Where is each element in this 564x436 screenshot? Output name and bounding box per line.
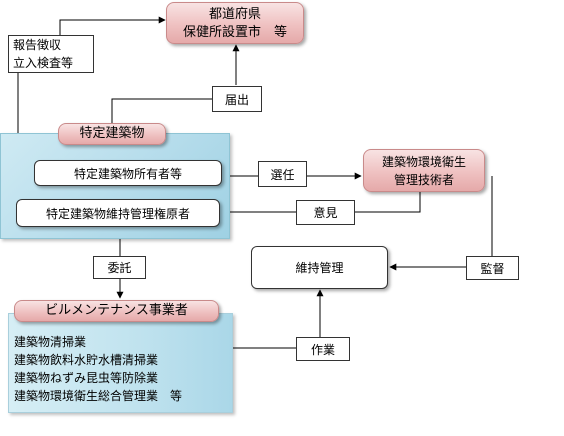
business-list: 建築物清掃業 建築物飲料水貯水槽清掃業 建築物ねずみ昆虫等防除業 建築物環境衛生… <box>14 333 234 405</box>
opinion-box: 意見 <box>296 200 355 225</box>
business-item: 建築物ねずみ昆虫等防除業 <box>14 371 159 385</box>
prefecture-box: 都道府県 保健所設置市 等 <box>166 2 304 44</box>
report-inspection-box: 報告徴収 立入検査等 <box>8 35 94 73</box>
entrustment-label: 委託 <box>107 261 132 275</box>
business-item: 建築物環境衛生総合管理業 等 <box>14 389 183 403</box>
line-report-to-prefecture <box>59 16 166 36</box>
report-line1: 報告徴収 <box>13 38 62 52</box>
maintenance-management-box: 維持管理 <box>251 246 388 289</box>
entrustment-box: 委託 <box>93 256 146 279</box>
line-owner-to-notification <box>111 98 212 123</box>
specified-building-header: 特定建築物 <box>58 123 166 145</box>
business-item: 建築物清掃業 <box>14 335 87 349</box>
specified-building-label: 特定建築物 <box>79 126 145 141</box>
maintenance-authority-box: 特定建築物維持管理権原者 <box>16 199 220 227</box>
opinion-label: 意見 <box>313 206 338 220</box>
owner-box: 特定建築物所有者等 <box>34 160 222 186</box>
engineer-line1: 建築物環境衛生 <box>381 155 466 169</box>
maintenance-authority-label: 特定建築物維持管理権原者 <box>45 206 190 221</box>
work-label: 作業 <box>310 342 335 357</box>
notification-box: 届出 <box>212 86 262 112</box>
appointment-label: 選任 <box>270 167 295 182</box>
operators-header: ビルメンテナンス事業者 <box>14 300 219 322</box>
notification-label: 届出 <box>224 92 249 107</box>
line-engineer-to-opinion <box>355 192 421 213</box>
maintenance-management-label: 維持管理 <box>295 261 344 275</box>
engineer-line2: 管理技術者 <box>393 173 454 187</box>
supervision-box: 監督 <box>466 256 519 280</box>
operators-label: ビルメンテナンス事業者 <box>45 303 188 318</box>
report-line2: 立入検査等 <box>13 56 74 70</box>
prefecture-line1: 都道府県 <box>208 7 261 22</box>
work-box: 作業 <box>296 337 350 361</box>
prefecture-line2: 保健所設置市 等 <box>182 25 287 40</box>
appointment-box: 選任 <box>258 161 307 187</box>
supervision-label: 監督 <box>480 261 505 276</box>
engineer-box: 建築物環境衛生 管理技術者 <box>363 149 485 192</box>
business-item: 建築物飲料水貯水槽清掃業 <box>14 353 159 367</box>
operators-panel <box>8 313 233 413</box>
owner-label: 特定建築物所有者等 <box>73 166 182 181</box>
